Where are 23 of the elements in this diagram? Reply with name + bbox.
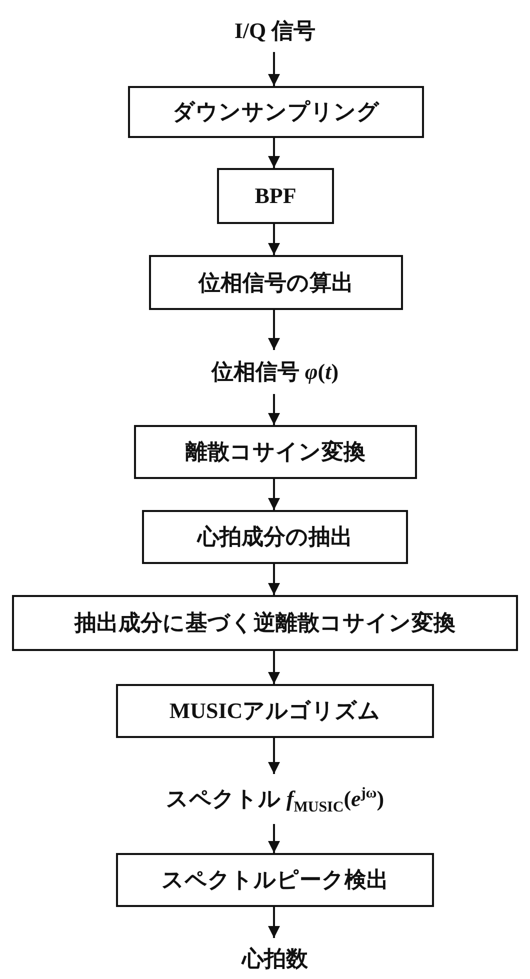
process-box: 離散コサイン変換 bbox=[134, 425, 417, 479]
process-box: BPF bbox=[217, 168, 334, 224]
signal-label: I/Q 信号 bbox=[200, 14, 350, 48]
arrow bbox=[268, 52, 280, 86]
arrow bbox=[268, 651, 280, 684]
process-box: MUSICアルゴリズム bbox=[116, 684, 434, 738]
process-box: ダウンサンプリング bbox=[128, 86, 424, 138]
arrow bbox=[268, 138, 280, 168]
arrow bbox=[268, 394, 280, 425]
process-box: 抽出成分に基づく逆離散コサイン変換 bbox=[12, 595, 518, 651]
signal-label: スペクトル f$_{MUSIC}$(e$^{jω}$) bbox=[120, 778, 430, 820]
process-box: 心拍成分の抽出 bbox=[142, 510, 408, 564]
process-box: スペクトルピーク検出 bbox=[116, 853, 434, 907]
signal-label: 位相信号 φ(t) bbox=[175, 354, 375, 390]
arrow bbox=[268, 738, 280, 774]
arrow bbox=[268, 907, 280, 938]
arrow bbox=[268, 479, 280, 510]
signal-label: 心拍数 bbox=[220, 942, 330, 976]
arrow bbox=[268, 224, 280, 255]
arrow bbox=[268, 824, 280, 853]
arrow bbox=[268, 564, 280, 595]
arrow bbox=[268, 310, 280, 350]
process-box: 位相信号の算出 bbox=[149, 255, 403, 310]
